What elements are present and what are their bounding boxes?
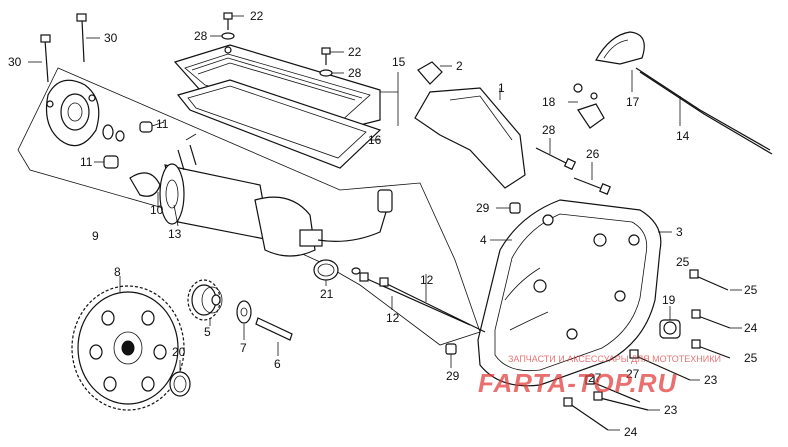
- part-20-ring: [169, 360, 191, 397]
- part-29-cap-lower: [445, 343, 457, 368]
- part-5-small-gear: [187, 279, 223, 326]
- callout-6: 6: [274, 357, 281, 371]
- part-21-o-ring: [313, 259, 339, 286]
- callout-29: 29: [446, 369, 460, 383]
- callout-11: 11: [156, 117, 169, 131]
- screw-25-upper: [689, 269, 742, 291]
- callout-3: 3: [676, 225, 683, 239]
- washer-28-lower: [319, 69, 344, 77]
- callout-12: 12: [386, 311, 400, 325]
- callout-11: 11: [80, 155, 93, 169]
- part-18-plug: [568, 83, 605, 129]
- bolt-30-left: [28, 34, 51, 83]
- part-11-sleeve-upper: [139, 121, 165, 133]
- callout-4: 4: [480, 233, 487, 247]
- callout-23: 23: [704, 373, 718, 387]
- screw-23-upper: [629, 349, 700, 381]
- callout-22: 22: [348, 45, 362, 59]
- screw-22-lower: [321, 47, 344, 65]
- callout-19: 19: [662, 293, 676, 307]
- washer-28-upper: [210, 32, 235, 40]
- callout-10: 10: [150, 203, 164, 217]
- starter-end-cover: [45, 79, 125, 147]
- callout-2: 2: [456, 59, 463, 73]
- starter-cable: [317, 189, 393, 242]
- screw-24-bottom: [563, 397, 620, 431]
- callout-15: 15: [392, 55, 406, 69]
- watermark-tagline: ЗАПЧАСТИ И АКСЕССУАРЫ ДЛЯ МОТОТЕХНИКИ: [508, 354, 721, 364]
- bolt-26-mid: [573, 162, 611, 195]
- part-2-clip: [417, 61, 452, 85]
- callout-7: 7: [240, 341, 247, 355]
- callout-26: 26: [586, 147, 600, 161]
- callout-28: 28: [348, 66, 362, 80]
- crankcase-cover-3-4: [477, 199, 672, 387]
- watermark: ЗАПЧАСТИ И АКСЕССУАРЫ ДЛЯ МОТОТЕХНИКИ FA…: [478, 354, 721, 398]
- part-8-large-gear: [71, 276, 185, 411]
- part-17-hose: [595, 31, 645, 92]
- screw-22-upper: [223, 12, 244, 30]
- callout-17: 17: [626, 95, 640, 109]
- bolt-28-mid: [535, 138, 577, 171]
- callout-21: 21: [320, 287, 334, 301]
- watermark-logo: FARTA-TOP.RU: [478, 368, 678, 398]
- part-10-brush-holder: [129, 172, 161, 208]
- callout-27: 27: [588, 371, 602, 385]
- screw-23-lower: [593, 391, 660, 411]
- callout-25: 25: [744, 351, 758, 365]
- callout-29: 29: [476, 201, 490, 215]
- callout-24: 24: [744, 321, 758, 335]
- callout-25: 25: [676, 255, 690, 269]
- callout-13: 13: [168, 227, 182, 241]
- callout-30: 30: [104, 31, 118, 45]
- callout-24: 24: [624, 425, 638, 439]
- callout-28: 28: [542, 123, 556, 137]
- assembly-outline-9: [17, 67, 481, 346]
- bolt-30-right: [76, 13, 100, 63]
- part-6-shaft: [255, 317, 293, 356]
- part-19-bearing: [659, 306, 681, 339]
- bolts-12: [351, 267, 486, 333]
- callout-18: 18: [542, 95, 556, 109]
- screw-27-lower: [585, 375, 641, 403]
- callout-25: 25: [744, 283, 758, 297]
- callout-27: 27: [626, 367, 640, 381]
- part-11-sleeve-lower: [94, 155, 119, 169]
- callout-16: 16: [368, 133, 382, 147]
- callout-5: 5: [204, 325, 211, 339]
- part-1-duct: [414, 87, 526, 189]
- part-7-washer: [236, 300, 252, 340]
- air-cleaner-gasket-16: [176, 79, 382, 169]
- callout-28: 28: [194, 29, 208, 43]
- screw-25-lower: [691, 339, 731, 359]
- screw-24-mid: [691, 309, 742, 329]
- callout-8: 8: [114, 265, 121, 279]
- callout-14: 14: [676, 129, 690, 143]
- callout-12: 12: [420, 273, 434, 287]
- starter-motor: [159, 133, 323, 257]
- air-cleaner-cover: [173, 44, 381, 131]
- callout-22: 22: [250, 9, 264, 23]
- part-14-cable: [635, 67, 773, 155]
- part-29-cap-upper: [496, 202, 521, 214]
- callout-20: 20: [172, 345, 186, 359]
- callout-23: 23: [664, 403, 678, 417]
- callout-1: 1: [498, 81, 505, 95]
- callout-30: 30: [8, 55, 22, 69]
- callout-9: 9: [92, 229, 99, 243]
